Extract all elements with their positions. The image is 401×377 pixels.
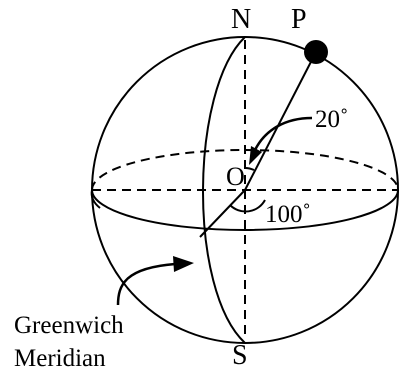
equator-left-edge bbox=[90, 189, 101, 209]
angle-100-label: 100˚ bbox=[265, 201, 311, 228]
meridian-pointer bbox=[116, 262, 176, 306]
center-label: O bbox=[226, 162, 245, 191]
south-label: S bbox=[232, 340, 248, 371]
equator-back bbox=[91, 149, 399, 191]
radius-line-meridian bbox=[199, 189, 246, 238]
north-label: N bbox=[231, 4, 251, 35]
angle-arc-100 bbox=[229, 199, 266, 213]
radius-line-op bbox=[244, 51, 317, 191]
point-p-dot bbox=[304, 40, 328, 64]
meridian-label-line1: Greenwich bbox=[14, 312, 124, 339]
angle-20-label: 20˚ bbox=[315, 106, 348, 133]
point-label: P bbox=[291, 4, 307, 35]
angle-arc-20 bbox=[244, 167, 255, 171]
equator-front bbox=[91, 189, 399, 231]
angle-20-arrowhead bbox=[249, 146, 262, 165]
meridian-arrowhead bbox=[173, 256, 194, 272]
meridian-label-line2: Meridian bbox=[14, 345, 106, 372]
angle-20-pointer bbox=[253, 116, 313, 151]
